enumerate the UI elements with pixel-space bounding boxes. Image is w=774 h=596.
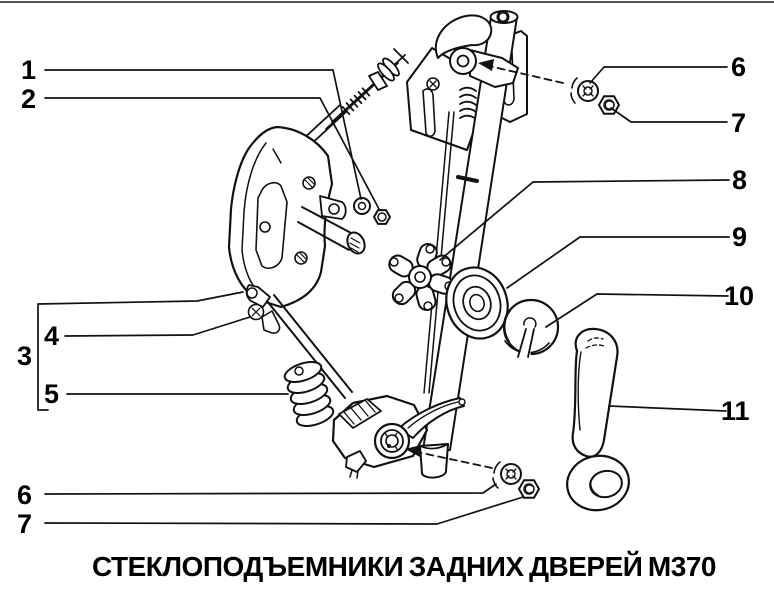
callout-10: 10 <box>724 281 755 311</box>
sector-arm <box>426 14 519 91</box>
washer-part-6-bottom <box>492 461 522 489</box>
caption-word-4: М370 <box>647 551 717 582</box>
assembly-arrow-top <box>478 59 564 84</box>
callout-8: 8 <box>732 165 748 195</box>
nut-part-7-bottom <box>518 479 540 499</box>
callout-4: 4 <box>44 321 60 351</box>
leader-lines <box>37 66 730 525</box>
drive-shaft <box>297 206 366 255</box>
washer-part-6-top <box>570 77 599 104</box>
crank-handle-part-11 <box>566 327 630 512</box>
nut-part-2 <box>373 209 391 225</box>
roller-cluster-part-8 <box>388 243 454 311</box>
callout-7-top: 7 <box>731 108 747 138</box>
callout-6-bottom: 6 <box>17 480 33 510</box>
caption-word-1: СТЕКЛОПОДЪЕМНИКИ <box>92 551 404 582</box>
pulley-part-9 <box>445 266 509 340</box>
callout-2: 2 <box>21 84 37 114</box>
gearbox <box>331 394 466 479</box>
figure-caption: СТЕКЛОПОДЪЕМНИКИ ЗАДНИХ ДВЕРЕЙ М370 <box>92 551 716 583</box>
callout-3: 3 <box>17 341 33 371</box>
worm-gear-part-5 <box>283 361 335 427</box>
callout-6-top: 6 <box>731 52 747 82</box>
caption-word-2: ЗАДНИХ <box>408 551 524 582</box>
threaded-rod <box>301 48 409 148</box>
link-rod <box>245 284 353 399</box>
split-bushing-part-10 <box>502 298 560 358</box>
callout-7-bottom: 7 <box>17 509 33 539</box>
callout-1: 1 <box>21 55 37 85</box>
backplate <box>227 125 347 309</box>
washer-part-1 <box>353 197 371 215</box>
screw-part-4 <box>247 303 281 334</box>
caption-word-3: ДВЕРЕЙ <box>529 551 643 582</box>
callout-5: 5 <box>44 379 60 409</box>
callout-9: 9 <box>732 222 748 252</box>
assembly-arrow-bottom <box>405 445 493 469</box>
guide-rail-tube <box>422 10 519 451</box>
callout-11: 11 <box>721 396 750 426</box>
